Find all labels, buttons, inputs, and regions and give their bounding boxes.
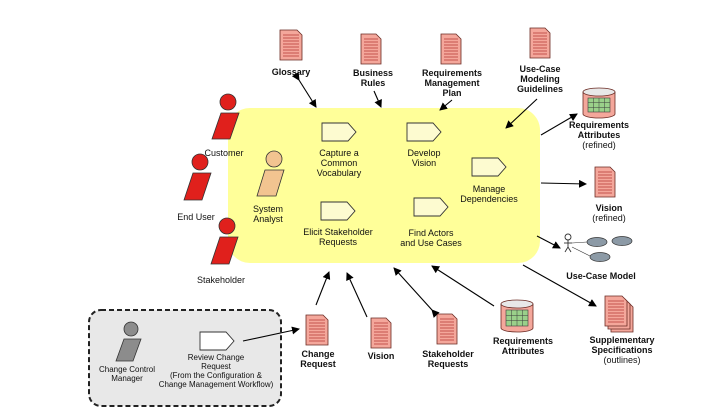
arrow-rm-plan (439, 99, 453, 111)
activity-manage-dependencies: Manage Dependencies (460, 157, 518, 204)
actor-end-user-label: End User (177, 212, 215, 222)
vision-refined-document-icon (594, 166, 616, 198)
requirements-attributes-database-icon (582, 87, 616, 119)
change-request-label-1: Change (301, 349, 334, 359)
change-request-document-icon (305, 314, 329, 346)
sup-spec-label-1: Supplementary (589, 335, 654, 345)
elicit-line-1: Elicit Stakeholder (303, 227, 373, 237)
arrow-to-use-case-model (536, 235, 561, 249)
arrow-review-to-change (242, 326, 300, 342)
change-request-label-2: Request (300, 359, 336, 369)
vision-label: Vision (368, 351, 395, 361)
actor-change-control-manager: Change Control Manager (99, 321, 155, 383)
elicit-line-2: Requests (319, 237, 358, 247)
arrow-uc-guidelines (505, 98, 538, 129)
arrow-vision (346, 272, 368, 318)
review-cr-line-4: Change Management Workflow) (159, 380, 274, 389)
find-actors-line-2: and Use Cases (400, 238, 462, 248)
manage-deps-line-2: Dependencies (460, 194, 518, 204)
manage-deps-line-1: Manage (473, 184, 506, 194)
document-page (529, 27, 551, 59)
ccm-label-1: Change Control (99, 365, 155, 374)
database-top (582, 87, 616, 97)
document-page (360, 33, 382, 65)
develop-vision-line-2: Vision (412, 158, 436, 168)
glossary-document-icon (279, 29, 303, 61)
stakeholder-requests-label-2: Requests (428, 359, 469, 369)
review-cr-line-3: (From the Configuration & (170, 371, 263, 380)
develop-vision-line-1: Develop (407, 148, 440, 158)
rm-plan-label-3: Plan (442, 88, 461, 98)
use-case-guidelines-document-icon (529, 27, 551, 59)
supplementary-specs-document-icon (604, 295, 634, 333)
document-page (436, 313, 458, 345)
req-mgmt-plan-document-icon (440, 33, 462, 65)
uc-guidelines-label-1: Use-Case (519, 64, 560, 74)
arrow-to-supplementary (522, 264, 597, 307)
req-attr-refined-label-2: Attributes (578, 130, 621, 140)
rm-plan-label-2: Management (424, 78, 479, 88)
system-analyst-label-1: System (253, 204, 283, 214)
actor-stakeholder-label: Stakeholder (197, 275, 245, 285)
activity-capture-vocabulary: Capture a Common Vocabulary (317, 122, 362, 178)
business-rules-document-icon (360, 33, 382, 65)
actor-customer-label: Customer (204, 148, 243, 158)
activity-review-change-request: Review Change Request (From the Configur… (159, 331, 274, 389)
arrow-requirements-attributes (431, 265, 495, 307)
arrow-change-request (315, 271, 331, 306)
change-control-box (88, 309, 282, 407)
use-case-model-label: Use-Case Model (566, 271, 636, 281)
database-top (500, 299, 534, 309)
document-page (279, 29, 303, 61)
business-rules-label-2: Rules (361, 78, 386, 88)
capture-vocab-line-2: Common (321, 158, 358, 168)
rm-plan-label-1: Requirements (422, 68, 482, 78)
review-cr-line-1: Review Change (188, 353, 245, 362)
actor-stakeholder: Stakeholder (197, 217, 245, 285)
business-rules-label-1: Business (353, 68, 393, 78)
actor-customer: Customer (204, 93, 244, 158)
activity-elicit-requests: Elicit Stakeholder Requests (303, 201, 373, 247)
actor-end-user: End User (177, 153, 215, 222)
uc-guidelines-label-3: Guidelines (517, 84, 563, 94)
req-attr-label-2: Attributes (502, 346, 545, 356)
review-cr-line-2: Request (201, 362, 232, 371)
workflow-region (228, 108, 540, 263)
arrow-business-rules (373, 90, 382, 108)
arrows (242, 71, 597, 342)
req-attr-refined-label-1: Requirements (569, 120, 629, 130)
glossary-label: Glossary (272, 67, 311, 77)
arrow-stakeholder-requests (393, 267, 440, 318)
sup-spec-label-2: Specifications (591, 345, 652, 355)
vision-refined-label-1: Vision (596, 203, 623, 213)
ccm-label-2: Manager (111, 374, 143, 383)
stakeholder-requests-document-icon (436, 313, 458, 345)
vision-document-icon (370, 317, 392, 349)
requirements-attributes-bottom-database-icon (500, 299, 534, 333)
arrow-glossary (291, 71, 317, 108)
document-page (604, 295, 628, 327)
req-attr-label-1: Requirements (493, 336, 553, 346)
req-attr-refined-label-3: (refined) (582, 140, 616, 150)
activity-find-actors: Find Actors and Use Cases (400, 197, 462, 248)
document-page (305, 314, 329, 346)
actor-system-analyst: System Analyst (253, 150, 285, 224)
arrow-to-req-attr-refined (540, 113, 578, 136)
stakeholder-requests-label-1: Stakeholder (422, 349, 474, 359)
capture-vocab-line-1: Capture a (319, 148, 359, 158)
system-analyst-label-2: Analyst (253, 214, 283, 224)
find-actors-line-1: Find Actors (408, 228, 454, 238)
arrow-to-vision-refined (540, 179, 587, 188)
document-page (440, 33, 462, 65)
sup-spec-label-3: (outlines) (603, 355, 640, 365)
document-page (594, 166, 616, 198)
vision-refined-label-2: (refined) (592, 213, 626, 223)
uc-guidelines-label-2: Modeling (520, 74, 560, 84)
activity-develop-vision: Develop Vision (406, 122, 442, 168)
use-case-model-icon (564, 233, 633, 262)
document-page (370, 317, 392, 349)
capture-vocab-line-3: Vocabulary (317, 168, 362, 178)
